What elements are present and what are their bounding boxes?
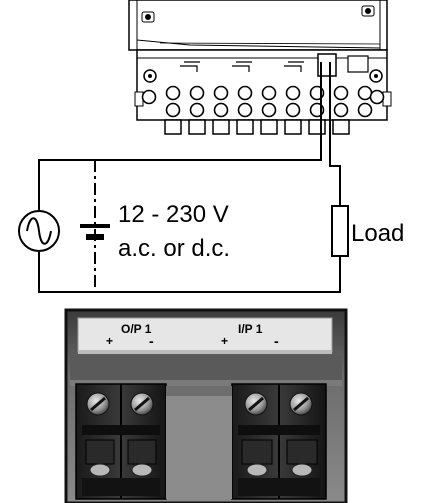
output-terminal-label: O/P 1	[121, 322, 152, 336]
voltage-range-label: 12 - 230 V	[118, 201, 229, 228]
terminal-label-strip	[77, 317, 333, 353]
screw-icon	[130, 392, 154, 416]
circuit-wires	[38, 62, 341, 293]
output-plus-label: +	[106, 334, 113, 348]
device-module	[128, 0, 392, 135]
dc-source-icon	[80, 160, 110, 292]
mounting-tab-left	[141, 11, 155, 23]
screw-icon	[86, 392, 110, 416]
ac-source-icon	[18, 210, 60, 252]
input-minus-label: -	[274, 333, 279, 349]
terminal-photo: O/P 1 + - I/P 1 + -	[64, 308, 348, 503]
input-terminal-label: I/P 1	[238, 322, 263, 336]
input-terminal-block	[231, 383, 327, 500]
terminal-clips	[180, 61, 304, 72]
input-plus-label: +	[221, 334, 228, 348]
mounting-tab-right	[361, 5, 375, 17]
load-resistor-icon	[331, 205, 349, 257]
output-terminal-block	[75, 383, 167, 500]
screw-icon	[289, 392, 313, 416]
current-type-label: a.c. or d.c.	[118, 235, 230, 262]
load-label: Load	[351, 220, 404, 247]
screw-icon	[244, 392, 268, 416]
output-minus-label: -	[149, 333, 154, 349]
